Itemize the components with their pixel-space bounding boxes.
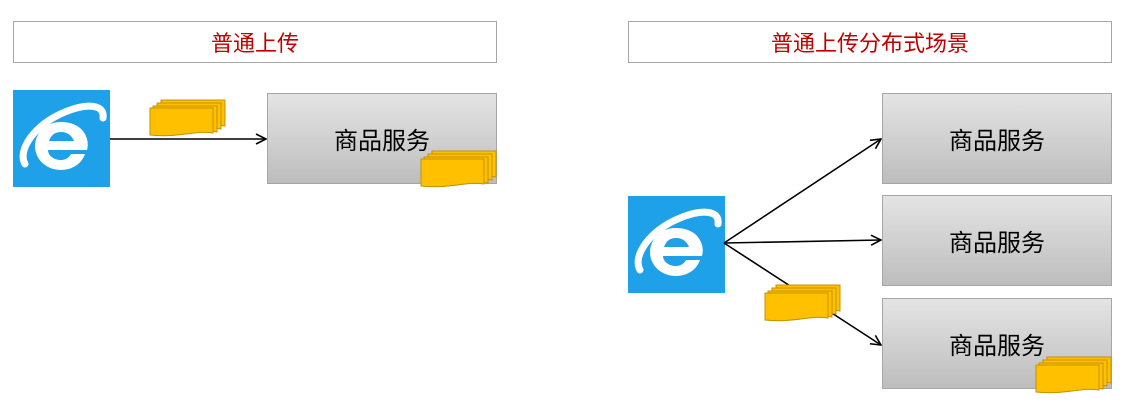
right-service-box-1: 商品服务: [882, 93, 1112, 184]
left-scene-title: 普通上传: [13, 21, 497, 63]
service-label: 商品服务: [949, 127, 1045, 155]
service-label: 商品服务: [949, 229, 1045, 257]
service-label: 商品服务: [334, 127, 430, 155]
stored-file-stack-icon: [1035, 356, 1113, 394]
file-stack-icon: [764, 284, 842, 322]
arrow-to-service-2: [723, 240, 881, 243]
right-scene-title-text: 普通上传分布式场景: [770, 32, 969, 57]
service-label: 商品服务: [949, 332, 1045, 360]
right-service-box-2: 商品服务: [882, 195, 1112, 286]
left-scene-title-text: 普通上传: [210, 32, 299, 57]
arrow-to-service-1: [723, 139, 881, 244]
right-scene-title: 普通上传分布式场景: [628, 21, 1112, 63]
